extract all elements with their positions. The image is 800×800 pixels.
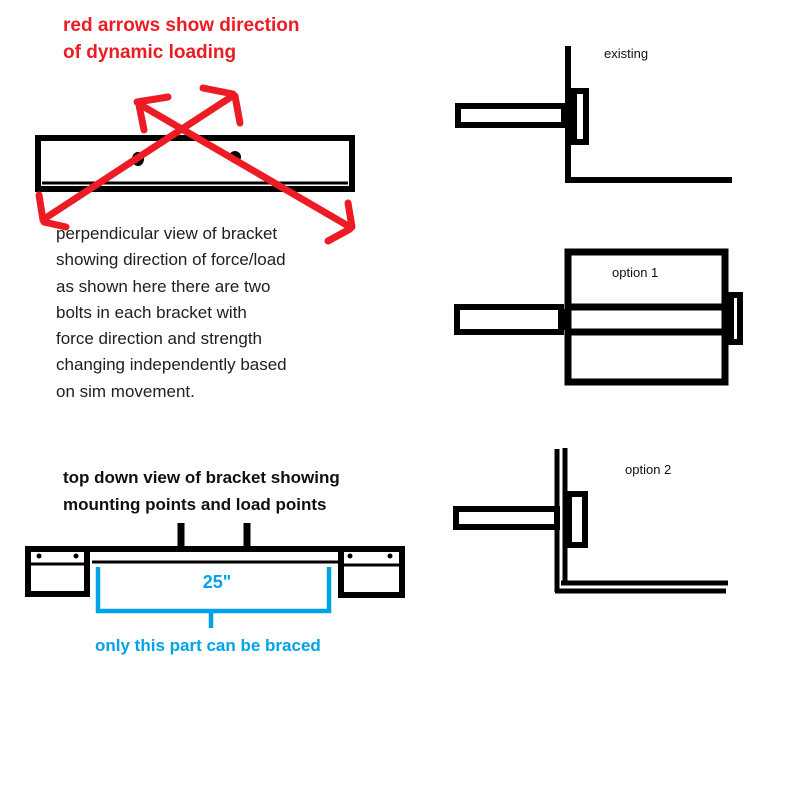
- option2-mount-plate: [566, 491, 588, 548]
- topdown-right-mount-box: [338, 546, 405, 598]
- option1-label: option 1: [612, 265, 659, 280]
- existing-diagram: [455, 46, 732, 183]
- arrowhead-ne-stroke: [231, 92, 244, 127]
- existing-label: existing: [604, 46, 649, 61]
- option1-end-plate: [728, 292, 743, 345]
- mount-hole-dot: [387, 553, 393, 559]
- mount-hole-dot: [73, 553, 79, 559]
- topdown-view: [25, 523, 405, 628]
- brace-extent-bracket: [95, 567, 332, 614]
- red-load-arrows: [35, 84, 356, 245]
- arrowhead-sw-stroke: [40, 218, 70, 231]
- brace-note: only this part can be braced: [95, 636, 321, 655]
- arrowhead-nw-stroke: [133, 93, 172, 106]
- mount-hole-dot: [36, 553, 42, 559]
- red-arrow-nw-se: [135, 100, 354, 231]
- option2-diagram: [453, 448, 728, 594]
- option2-label: option 2: [625, 462, 672, 477]
- arrowhead-ne-stroke: [199, 84, 237, 98]
- red-arrow-sw-ne: [40, 93, 235, 223]
- option1-diagram: [454, 248, 743, 386]
- arrowhead-se-stroke: [324, 225, 354, 245]
- option1-arm: [454, 304, 564, 335]
- topdown-view-title: top down view of bracket showing mountin…: [63, 468, 340, 514]
- perpendicular-bracket-outline: [35, 135, 355, 192]
- arrowhead-sw-stroke: [35, 191, 47, 224]
- perpendicular-view-note: perpendicular view of bracket showing di…: [56, 224, 287, 401]
- existing-mount-plate: [571, 88, 589, 145]
- topdown-left-mount-box: [25, 546, 90, 597]
- existing-arm: [455, 103, 567, 128]
- option2-arm: [453, 506, 560, 530]
- red-arrows-caption: red arrows show direction of dynamic loa…: [63, 15, 300, 63]
- arrowhead-nw-stroke: [135, 101, 148, 134]
- mount-hole-dot: [347, 553, 353, 559]
- arrowhead-se-stroke: [344, 199, 356, 231]
- option1-arm-junction: [558, 309, 570, 330]
- perpendicular-view: [35, 135, 355, 192]
- dimension-label: 25": [202, 572, 232, 592]
